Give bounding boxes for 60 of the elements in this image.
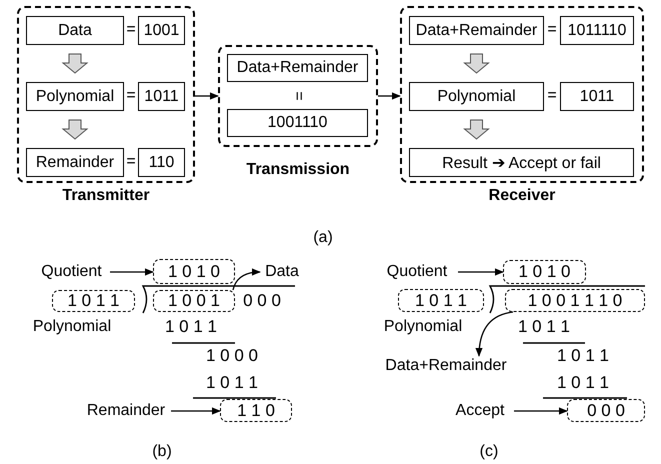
digit-row: 0 0 0	[243, 291, 281, 311]
arrow	[378, 92, 401, 100]
text-label: Data+Remainder	[371, 356, 521, 376]
process-box: Polynomial	[409, 82, 544, 111]
process-box: 1001	[138, 16, 185, 45]
panel-label: (b)	[152, 443, 172, 461]
process-box: 1011	[138, 82, 185, 111]
arrow	[110, 268, 154, 276]
text-label: Quotient	[376, 262, 458, 282]
process-box: 1001110	[227, 109, 368, 137]
text-label: Polynomial	[32, 318, 112, 336]
digit-row: 1 0 0 0	[206, 346, 258, 366]
process-box: Polynomial	[26, 82, 124, 111]
panel-label: (a)	[313, 229, 333, 247]
group-title: Transmitter	[61, 187, 151, 205]
dashed-digit-box: 1 0 1 0	[503, 260, 586, 284]
dashed-digit-box: 1 0 0 1	[153, 290, 235, 312]
group-title: Transmission	[245, 161, 351, 179]
panel-label: (c)	[480, 443, 498, 461]
process-box: Data+Remainder	[227, 54, 368, 82]
process-box: Result ➔ Accept or fail	[409, 148, 634, 177]
arrow	[232, 268, 261, 290]
arrow	[458, 268, 504, 276]
block-arrow	[463, 120, 490, 140]
process-box: 110	[138, 148, 185, 177]
block-arrow	[62, 54, 88, 74]
arrow	[514, 407, 568, 415]
digit-row: 1 0 1 1	[165, 317, 217, 337]
equals-sign: =	[289, 91, 307, 101]
digit-row: 1 0 1 1	[206, 373, 258, 393]
group-title: Receiver	[488, 187, 556, 205]
arrow	[171, 407, 221, 415]
text-label: Polynomial	[384, 318, 462, 336]
equals-sign: =	[126, 153, 136, 171]
dashed-digit-box: 1 0 1 1	[398, 289, 484, 312]
digit-row: 1 0 1 1	[557, 346, 609, 366]
equals-sign: =	[547, 21, 557, 39]
equals-sign: =	[126, 21, 136, 39]
process-box: Data+Remainder	[409, 16, 544, 45]
text-label: Data	[260, 262, 304, 282]
dashed-digit-box: 1 0 0 1 1 1 0	[505, 289, 645, 312]
dashed-digit-box: 1 0 1 0	[153, 259, 235, 284]
process-box: 1011110	[560, 16, 634, 45]
dashed-digit-box: 1 0 1 1	[52, 290, 135, 312]
dashed-digit-box: 1 1 0	[220, 399, 292, 422]
text-label: Remainder	[81, 401, 171, 421]
arrow	[476, 311, 514, 357]
digit-row: 1 0 1 1	[557, 373, 609, 393]
process-box: 1011	[560, 82, 634, 111]
equals-sign: =	[547, 87, 557, 105]
dashed-digit-box: 0 0 0	[567, 399, 645, 422]
arrow	[195, 92, 219, 100]
process-box: Remainder	[26, 148, 124, 177]
text-label: Quotient	[33, 262, 110, 282]
text-label: Accept	[446, 401, 514, 421]
digit-row: 1 0 1 1	[518, 317, 570, 337]
block-arrow	[463, 54, 490, 74]
block-arrow	[62, 120, 88, 140]
equals-sign: =	[126, 87, 136, 105]
process-box: Data	[26, 16, 124, 45]
